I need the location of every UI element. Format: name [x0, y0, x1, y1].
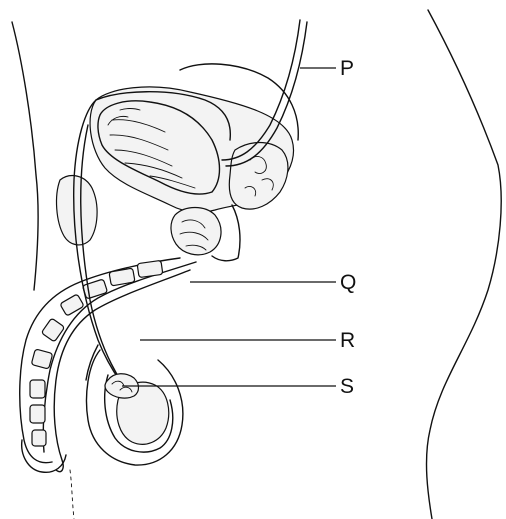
penis-shaft-edge: [86, 345, 98, 380]
label-s: S: [340, 376, 354, 397]
pubic-bone: [57, 176, 98, 245]
body-outline-back: [426, 10, 501, 519]
body-outline-front: [12, 22, 38, 290]
label-q: Q: [340, 272, 356, 293]
label-p: P: [340, 58, 354, 79]
label-r: R: [340, 330, 355, 351]
prostate: [171, 208, 221, 255]
thigh-line: [70, 470, 74, 519]
